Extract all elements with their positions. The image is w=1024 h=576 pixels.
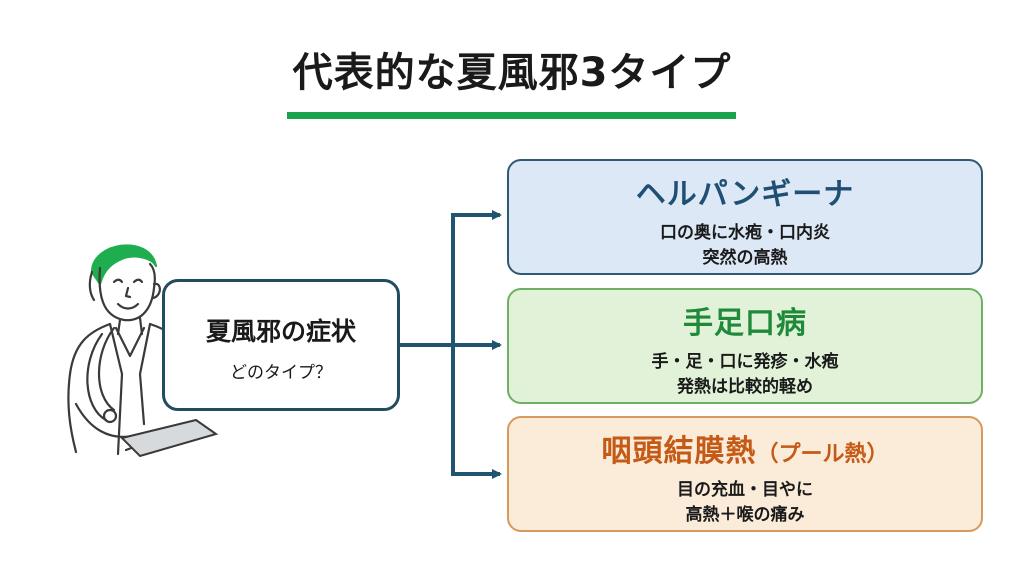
card-line: 目の充血・目やに: [677, 480, 813, 500]
card-title: 咽頭結膜熱（プール熱）: [509, 426, 981, 470]
card-herpangina: ヘルパンギーナ 口の奥に水疱・口内炎 突然の高熱: [507, 159, 983, 275]
card-pharyngoconjunctival-fever: 咽頭結膜熱（プール熱） 目の充血・目やに 高熱＋喉の痛み: [507, 416, 983, 532]
speech-subtitle: どのタイプ？: [230, 363, 332, 383]
card-line: 手・足・口に発疹・水疱: [651, 352, 839, 372]
page-title: 代表的な夏風邪3タイプ: [292, 50, 732, 96]
card-title-sub: （プール熱）: [756, 442, 889, 467]
card-line: 高熱＋喉の痛み: [685, 505, 805, 525]
card-title: ヘルパンギーナ: [635, 177, 855, 212]
card-line: 発熱は比較的軽め: [677, 377, 813, 397]
card-title: 手足口病: [683, 306, 807, 341]
card-hand-foot-mouth: 手足口病 手・足・口に発疹・水疱 発熱は比較的軽め: [507, 288, 983, 404]
card-title-main: 咽頭結膜熱: [601, 434, 757, 469]
tablet-icon: [120, 418, 219, 458]
card-line: 突然の高熱: [702, 248, 788, 268]
speech-bubble: 夏風邪の症状 どのタイプ？: [162, 279, 400, 411]
card-line: 口の奥に水疱・口内炎: [660, 223, 830, 243]
speech-title: 夏風邪の症状: [205, 317, 356, 346]
title-underline: [287, 112, 736, 119]
